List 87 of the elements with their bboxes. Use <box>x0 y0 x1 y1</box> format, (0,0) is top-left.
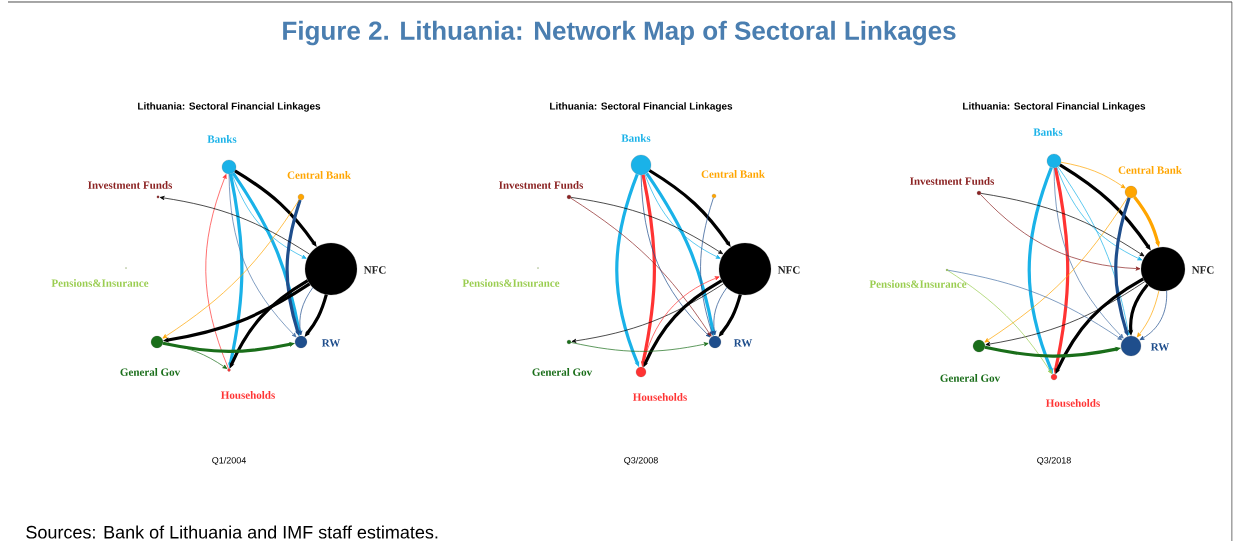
network-node: Households <box>1046 373 1100 407</box>
arrow <box>984 196 1129 343</box>
network-node: Pensions&Insurance <box>869 268 967 288</box>
arrow <box>644 173 721 259</box>
network-node: Investment Funds <box>88 181 173 199</box>
network-node: Central Bank <box>1118 166 1182 199</box>
node-label: RW <box>733 339 753 347</box>
node-label: RW <box>1150 343 1170 351</box>
network-node: Investment Funds <box>910 177 995 196</box>
arrow <box>231 173 307 259</box>
network-node: Pensions&Insurance <box>462 267 560 287</box>
node-label: RW <box>321 339 341 347</box>
arrow <box>947 270 1053 374</box>
arrow <box>159 195 310 255</box>
network-node: RW <box>1120 335 1170 357</box>
arrow <box>980 194 1141 271</box>
node-label: General Gov <box>940 374 1001 382</box>
node-label: Pensions&Insurance <box>869 280 967 288</box>
arrow <box>1136 290 1160 338</box>
source-note: Sources: Bank of Lithuania and IMF staff estimates. <box>26 525 438 539</box>
node-label: Central Bank <box>701 170 765 178</box>
node-label: Investment Funds <box>910 177 995 185</box>
network-node: RW <box>708 335 753 349</box>
network-node: Households <box>221 368 275 399</box>
arrow <box>162 341 295 353</box>
node-label: NFC <box>777 266 800 274</box>
arrow <box>205 174 229 369</box>
arrow <box>163 282 311 343</box>
network-node: Pensions&Insurance <box>51 267 149 287</box>
period-label: Q3/2018 <box>1037 456 1071 466</box>
node-label: Central Bank <box>287 171 351 179</box>
node-label: General Gov <box>532 368 593 376</box>
arrow <box>700 197 714 336</box>
arrow <box>571 283 724 343</box>
arrow <box>298 287 314 336</box>
arrow <box>570 197 712 337</box>
network-node: General Gov <box>120 335 181 376</box>
node-label: Pensions&Insurance <box>462 279 560 287</box>
node-label: Banks <box>1033 128 1063 136</box>
arrow <box>1056 167 1143 261</box>
arrow <box>1057 166 1131 336</box>
network-node: Households <box>633 366 687 401</box>
network-node: NFC <box>304 242 386 296</box>
arrow <box>1053 167 1124 339</box>
network-node: NFC <box>718 242 800 296</box>
arrow <box>1139 290 1168 341</box>
network-node: Banks <box>621 134 652 176</box>
node-label: Investment Funds <box>88 181 173 189</box>
figure-title: Figure 2. Lithuania: Network Map of Sectoral Linkages <box>283 20 956 46</box>
node-label: Households <box>1045 399 1100 407</box>
arrow <box>570 342 709 352</box>
arrow <box>980 193 1145 257</box>
arrow <box>1053 167 1070 374</box>
arrow <box>985 281 1146 347</box>
network-node: General Gov <box>940 339 1001 382</box>
node-label: Households <box>632 393 687 401</box>
chart-title: Lithuania: Sectoral Financial Linkages <box>138 102 321 112</box>
node-label: Households <box>221 391 275 399</box>
arrow <box>162 199 300 339</box>
node-label: Central Bank <box>1118 166 1182 174</box>
arrow <box>304 294 328 337</box>
node-label: Pensions&Insurance <box>51 279 149 287</box>
network-node: Central Bank <box>701 170 765 199</box>
period-label: Q1/2004 <box>212 456 246 466</box>
arrow <box>712 287 728 336</box>
arrow <box>1060 161 1126 189</box>
arrow <box>718 294 742 337</box>
chart-title: Lithuania: Sectoral Financial Linkages <box>550 102 733 112</box>
node-label: General Gov <box>120 368 181 376</box>
arrow <box>570 197 723 255</box>
node-label: Banks <box>207 135 237 143</box>
chart-title: Lithuania: Sectoral Financial Linkages <box>963 102 1146 112</box>
arrow <box>162 342 228 369</box>
node-label: NFC <box>363 266 386 274</box>
network-node: Investment Funds <box>499 181 584 200</box>
arrow <box>1128 283 1149 336</box>
arrow <box>947 269 1123 341</box>
node-label: Investment Funds <box>499 181 584 189</box>
network-node: General Gov <box>532 339 593 376</box>
period-label: Q3/2008 <box>624 456 658 466</box>
network-node: Central Bank <box>287 171 351 201</box>
network-node: Banks <box>1033 128 1063 169</box>
network-node: Banks <box>207 135 237 175</box>
node-label: Banks <box>621 134 651 142</box>
node-label: NFC <box>1191 266 1214 274</box>
network-node: RW <box>294 335 341 349</box>
network-node: NFC <box>1140 246 1214 292</box>
